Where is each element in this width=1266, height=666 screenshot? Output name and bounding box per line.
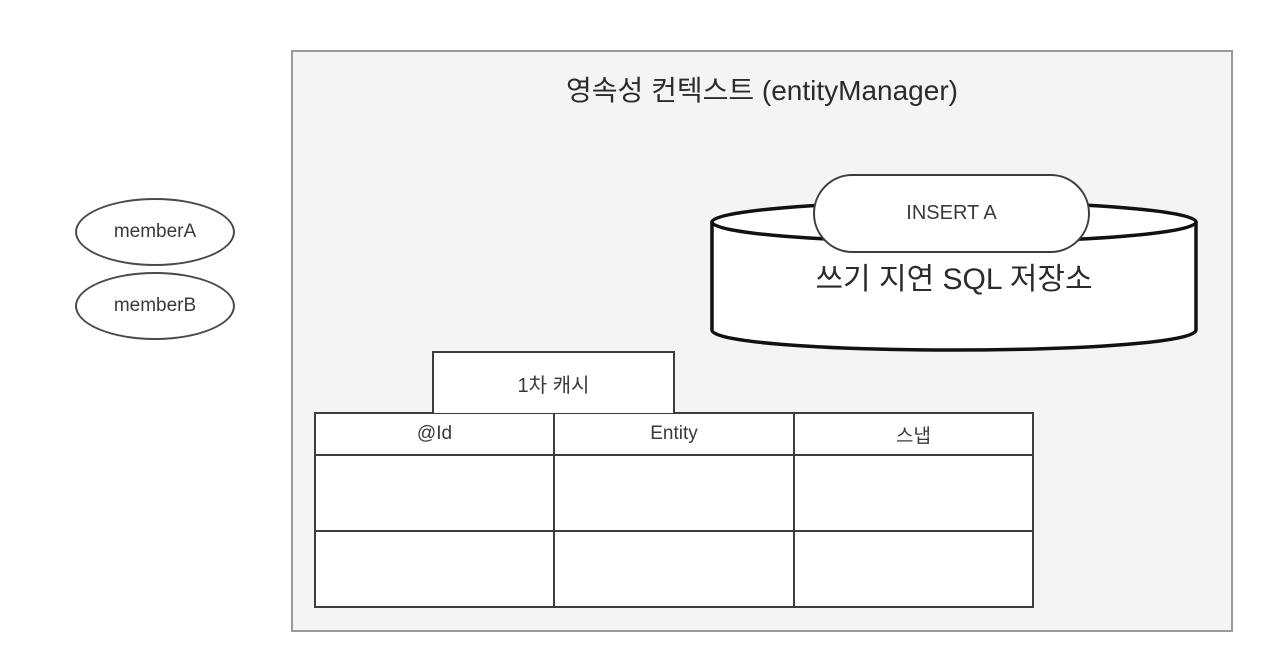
cell-entity — [553, 530, 795, 608]
cell-entity — [553, 454, 795, 532]
entity-ellipse-member-a: memberA — [75, 198, 235, 266]
cell-snap — [793, 530, 1034, 608]
first-level-cache-tab: 1차 캐시 — [432, 351, 675, 413]
first-level-cache-table: @Id Entity 스냅 — [314, 412, 1034, 608]
entity-ellipse-member-b: memberB — [75, 272, 235, 340]
column-header-id: @Id — [314, 412, 555, 456]
persistence-context-title: 영속성 컨텍스트 (entityManager) — [566, 75, 958, 106]
table-header-row: @Id Entity 스냅 — [314, 412, 1034, 456]
entity-ellipse-label: memberB — [113, 295, 197, 316]
queued-sql-statement-label: INSERT A — [906, 202, 997, 224]
table-row — [314, 454, 1034, 532]
entity-ellipse-label: memberA — [113, 221, 197, 242]
cell-id — [314, 530, 555, 608]
cell-snap — [793, 454, 1034, 532]
table-row — [314, 530, 1034, 608]
column-header-snap: 스냅 — [793, 412, 1034, 456]
first-level-cache-tab-label: 1차 캐시 — [517, 374, 590, 397]
cell-id — [314, 454, 555, 532]
queued-sql-statement-insert-a: INSERT A — [813, 174, 1090, 253]
column-header-entity: Entity — [553, 412, 795, 456]
